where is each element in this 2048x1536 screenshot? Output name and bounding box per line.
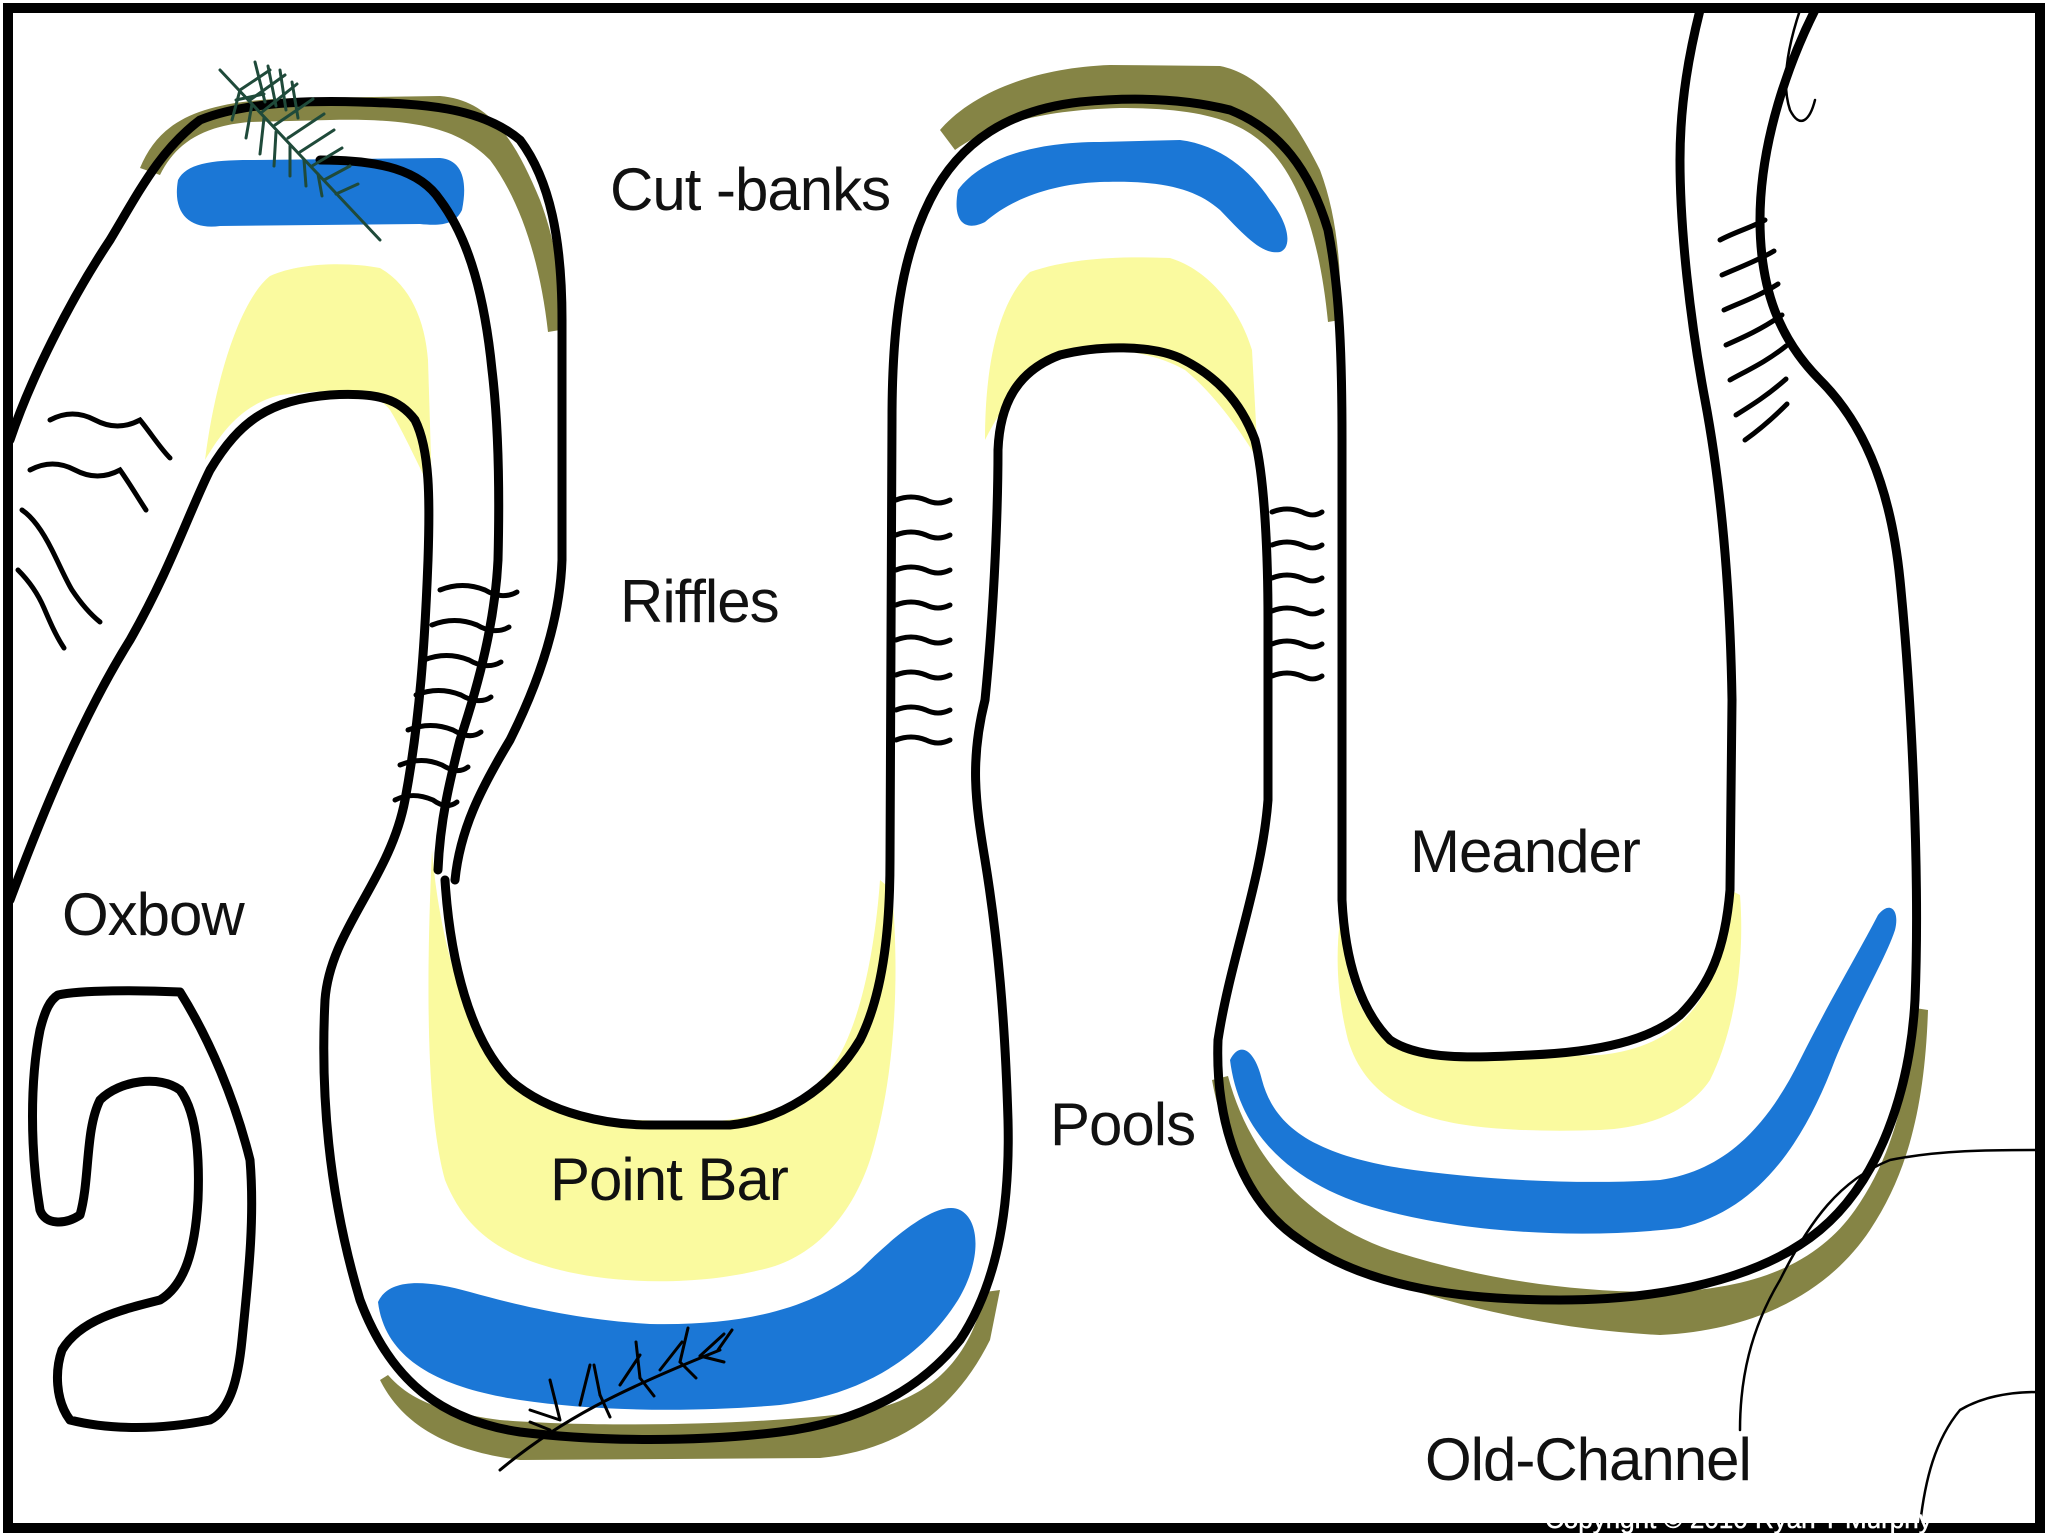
shoreline-left-outer [5,97,567,885]
label-cut-banks: Cut -banks [610,156,890,223]
oxbow-outline [28,986,257,1432]
point-bar-upper-middle [985,257,1258,460]
pool-top-middle [956,140,1288,253]
old-channel-line-top [1784,8,1817,123]
point-bar-lower-right [1337,890,1742,1131]
shoreline-inner-upper [315,155,504,875]
cut-bank-bottom-right [1212,1008,1928,1335]
label-riffles: Riffles [620,568,779,635]
pool-bottom-middle [378,1208,976,1410]
riffles-right-channel [1717,217,1790,443]
frame-border [3,3,2045,1533]
label-meander: Meander [1410,818,1640,885]
point-bar-main [428,850,896,1282]
label-oxbow: Oxbow [62,881,245,948]
riffles-second-crossing [893,494,953,746]
riffles-first-crossing [392,583,520,809]
old-channel-line-upper [1738,1148,2040,1432]
copyright-notice: Copyright © 2010 Ryan T Murphy [1545,1504,1932,1534]
fallen-branch-icon [498,1326,734,1472]
shoreline-middle-inner [440,5,1737,1130]
shoreline-left-inner [5,5,1922,1444]
old-channel-line-lower [1918,1390,2040,1527]
label-old-channel: Old-Channel [1425,1426,1751,1493]
riffles-left-bank [15,411,173,651]
label-pools: Pools [1050,1091,1195,1158]
pool-bottom-right [1230,907,1897,1234]
point-bar-upper-left [205,264,432,490]
riffles-third-crossing [1269,506,1325,682]
label-point-bar: Point Bar [550,1146,788,1213]
fallen-pine-tree-icon [218,60,382,242]
